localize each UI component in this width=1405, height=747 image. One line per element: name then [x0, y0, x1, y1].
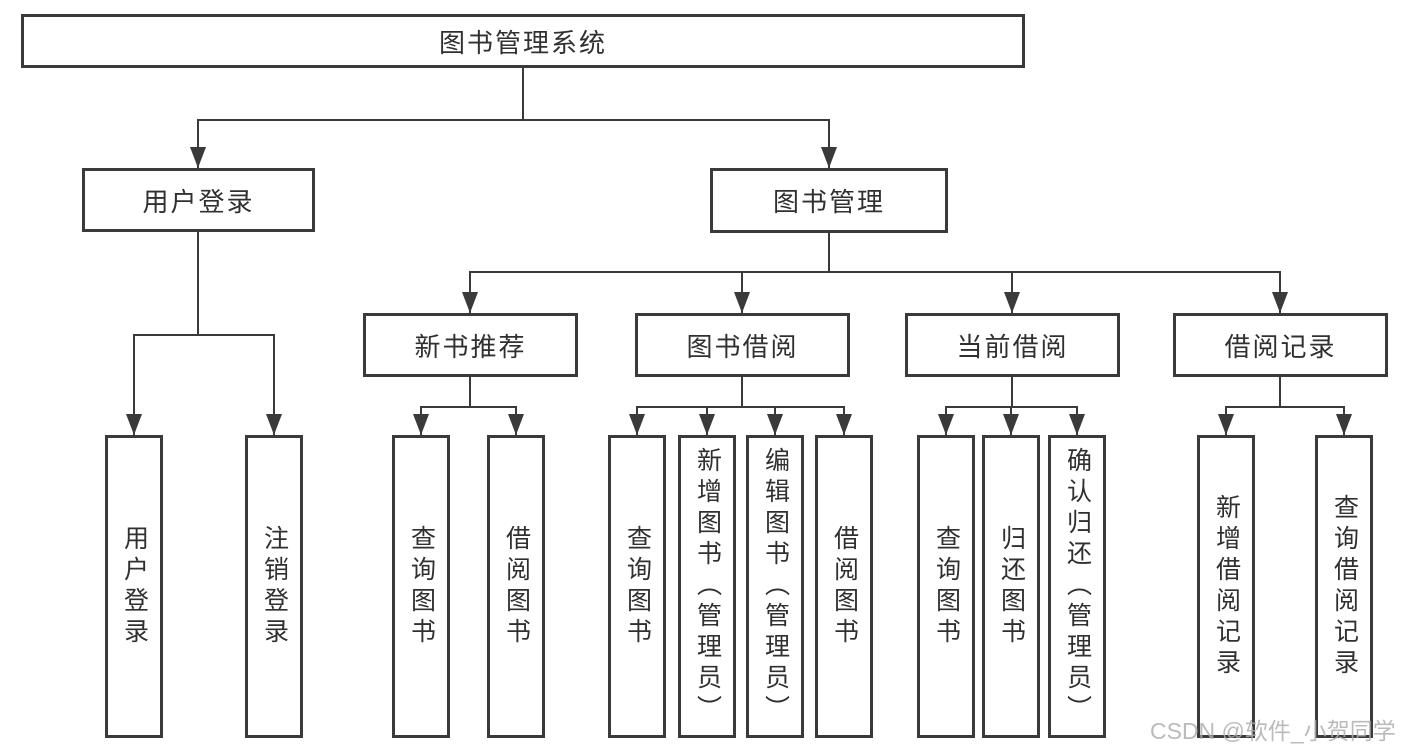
node-label: 查询借阅记录	[1330, 493, 1359, 680]
arrowhead-down-icon	[1336, 414, 1352, 435]
arrowhead-down-icon	[767, 414, 783, 435]
node-label: 借阅图书	[830, 524, 859, 649]
arrowhead-down-icon	[1003, 414, 1019, 435]
node-label: 编辑图书（管理员）	[761, 447, 790, 726]
arrowhead-down-icon	[462, 292, 478, 313]
arrowhead-down-icon	[938, 414, 954, 435]
arrowhead-down-icon	[413, 414, 429, 435]
connector-line	[828, 233, 830, 272]
arrowhead-down-icon	[266, 414, 282, 435]
book-borrowing: 图书借阅	[635, 313, 850, 377]
connector-line	[1011, 377, 1013, 407]
connector-line	[133, 336, 135, 435]
nbr-query-books: 查询图书	[392, 435, 450, 738]
arrowhead-down-icon	[1272, 292, 1288, 313]
br-add-borrow-record: 新增借阅记录	[1197, 435, 1255, 738]
node-label: 归还图书	[997, 524, 1026, 649]
node-label: 图书管理系统	[438, 27, 607, 58]
node-label: 新书推荐	[414, 331, 527, 362]
connector-line	[522, 67, 524, 121]
bb-add-books-admin: 新增图书（管理员）	[678, 435, 736, 738]
book-management: 图书管理	[710, 168, 948, 233]
arrowhead-down-icon	[126, 414, 142, 435]
node-label: 用户登录	[120, 524, 149, 649]
node-label: 借阅图书	[502, 524, 531, 649]
arrowhead-down-icon	[1069, 414, 1085, 435]
bb-edit-books-admin: 编辑图书（管理员）	[746, 435, 804, 738]
node-label: 查询图书	[932, 524, 961, 649]
arrowhead-down-icon	[836, 414, 852, 435]
node-label: 借阅记录	[1224, 331, 1337, 362]
library-management-system: 图书管理系统	[21, 14, 1025, 68]
arrowhead-down-icon	[734, 292, 750, 313]
br-query-borrow-record: 查询借阅记录	[1315, 435, 1373, 738]
node-label: 查询图书	[623, 524, 652, 649]
bb-borrow-books: 借阅图书	[815, 435, 873, 738]
node-label: 确认归还（管理员）	[1063, 447, 1092, 726]
cb-return-books: 归还图书	[982, 435, 1040, 738]
nbr-borrow-books: 借阅图书	[487, 435, 545, 738]
node-label: 图书管理	[772, 187, 885, 217]
connector-line	[133, 334, 275, 336]
cb-confirm-return-admin: 确认归还（管理员）	[1048, 435, 1106, 738]
cb-query-books: 查询图书	[917, 435, 975, 738]
connector-line	[273, 336, 275, 435]
connector-line	[469, 271, 1281, 273]
node-label: 新增借阅记录	[1212, 493, 1241, 680]
arrowhead-down-icon	[699, 414, 715, 435]
connector-line	[197, 232, 199, 335]
node-label: 用户登录	[142, 186, 255, 217]
connector-line	[636, 406, 845, 408]
node-label: 当前借阅	[956, 331, 1069, 362]
connector-line	[197, 121, 199, 168]
connector-line	[828, 121, 830, 168]
connector-line	[945, 406, 1078, 408]
arrowhead-down-icon	[629, 414, 645, 435]
connector-line	[741, 377, 743, 407]
node-label: 图书借阅	[686, 331, 799, 362]
bb-query-books: 查询图书	[608, 435, 666, 738]
node-label: 注销登录	[260, 524, 289, 649]
node-label: 查询图书	[407, 524, 436, 649]
connector-line	[1225, 406, 1345, 408]
connector-line	[197, 119, 830, 121]
arrowhead-down-icon	[190, 147, 206, 168]
current-borrowing: 当前借阅	[905, 313, 1120, 377]
new-book-recommendation: 新书推荐	[363, 313, 578, 377]
connector-line	[420, 406, 517, 408]
logout-leaf: 注销登录	[245, 435, 303, 738]
arrowhead-down-icon	[821, 147, 837, 168]
user-login-leaf: 用户登录	[105, 435, 163, 738]
arrowhead-down-icon	[508, 414, 524, 435]
connector-line	[1279, 377, 1281, 407]
user-login-module: 用户登录	[82, 168, 315, 232]
node-label: 新增图书（管理员）	[693, 447, 722, 726]
connector-line	[469, 377, 471, 407]
arrowhead-down-icon	[1218, 414, 1234, 435]
csdn-watermark: CSDN @软件_小贺同学	[1150, 718, 1396, 744]
borrowing-records: 借阅记录	[1173, 313, 1388, 377]
arrowhead-down-icon	[1004, 292, 1020, 313]
